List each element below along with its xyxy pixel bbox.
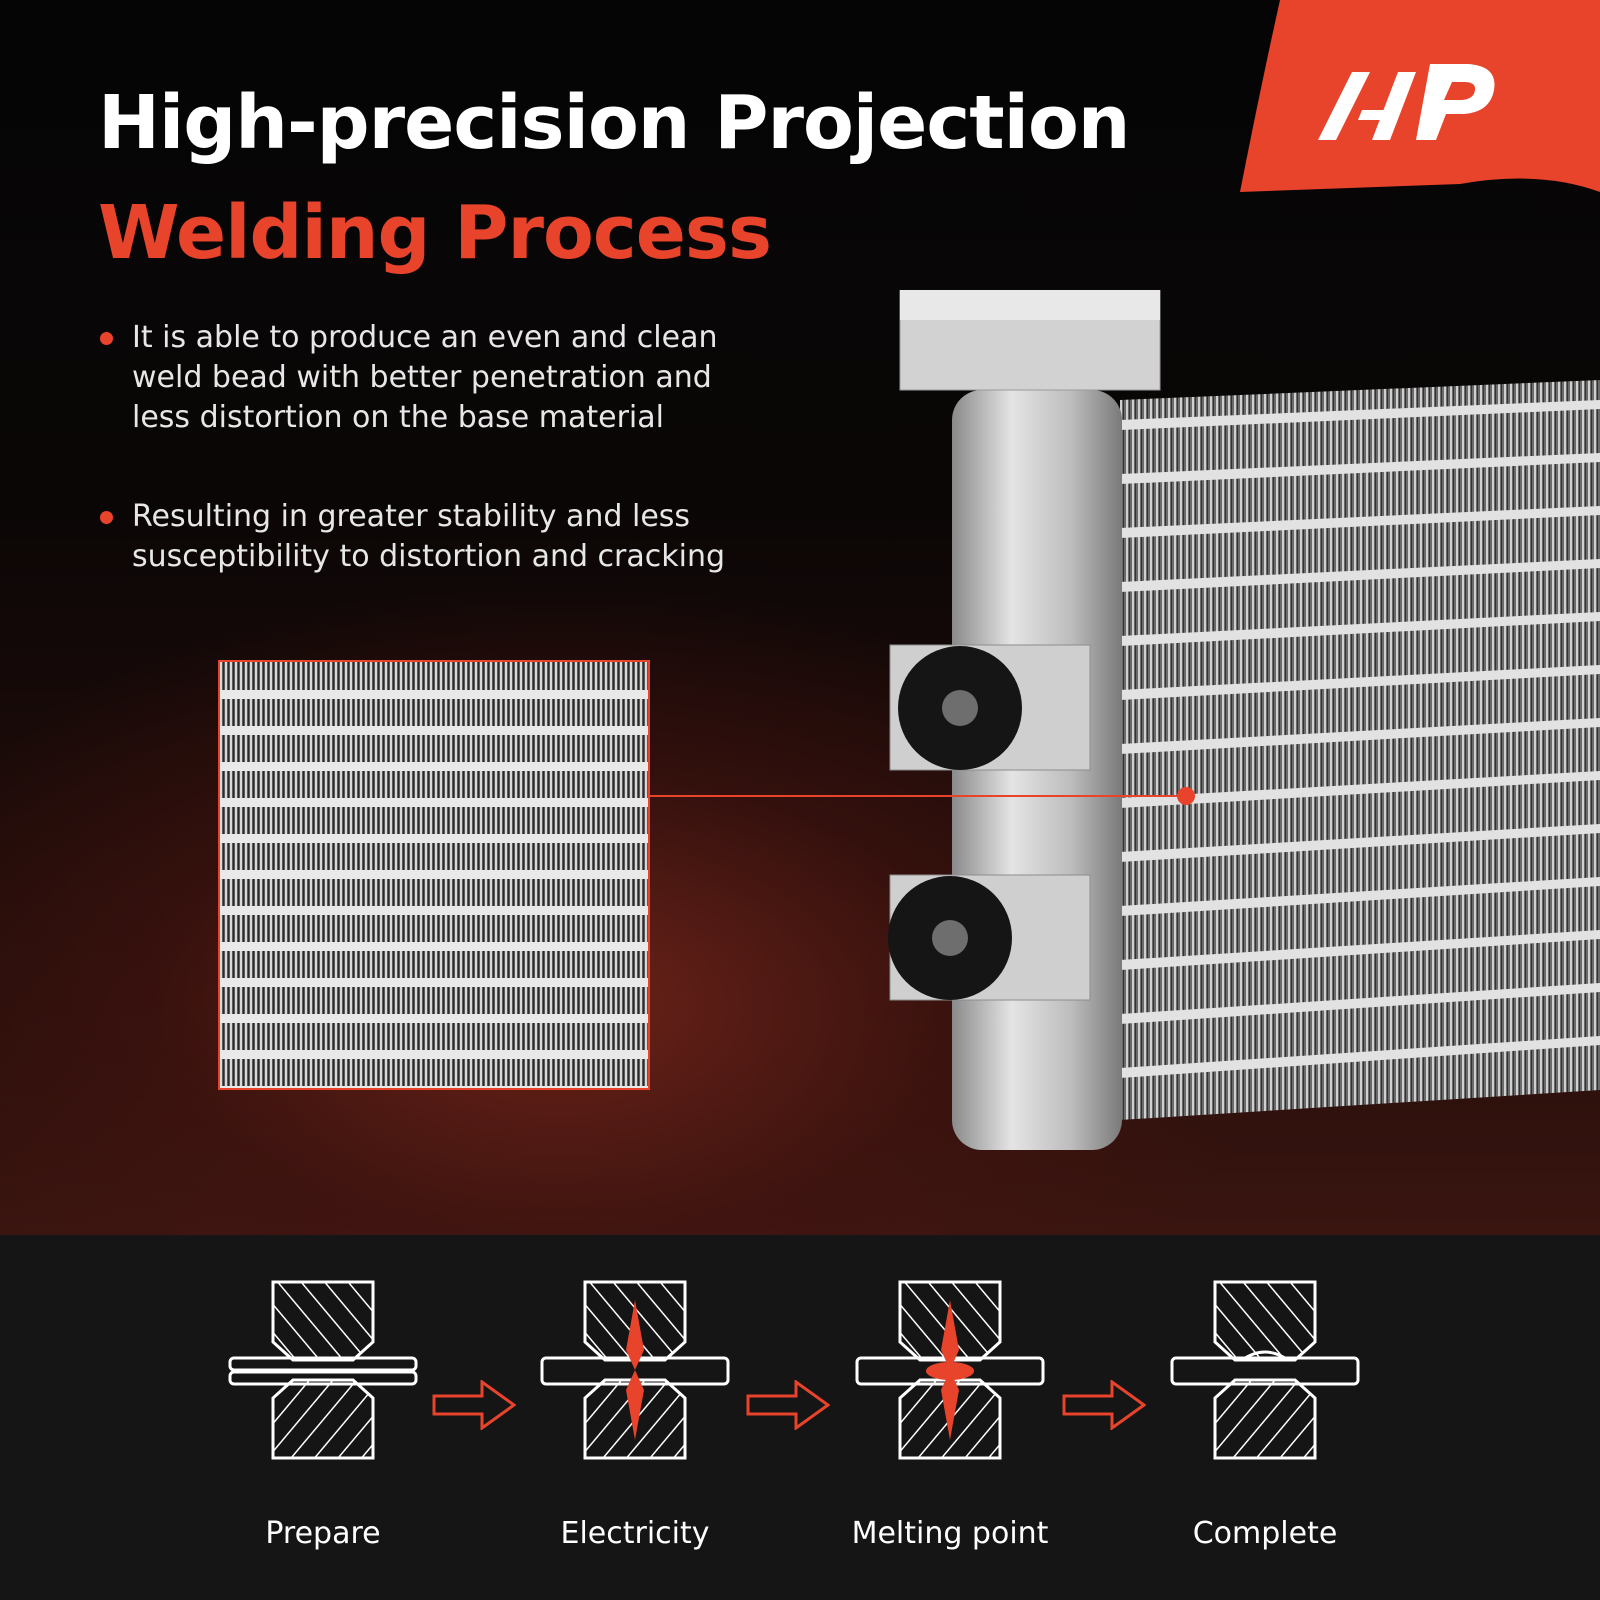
- feature-bullet-text: Resulting in greater stability and less …: [132, 499, 726, 574]
- right-arrow-outline-icon: [432, 1380, 516, 1430]
- step-label-prepare: Prepare: [265, 1516, 381, 1551]
- red-dot-icon: [100, 332, 113, 345]
- brand-logo: [1240, 0, 1600, 192]
- feature-bullet-text: It is able to produce an even and clean …: [132, 320, 718, 435]
- step-melting-point-icon: [855, 1280, 1045, 1460]
- feature-bullet-2: Resulting in greater stability and less …: [100, 497, 740, 577]
- step-complete-icon: [1170, 1280, 1360, 1460]
- step-electricity-icon: [540, 1280, 730, 1460]
- step-label-melting-point: Melting point: [851, 1516, 1049, 1551]
- red-dot-icon: [100, 511, 113, 524]
- feature-bullet-1: It is able to produce an even and clean …: [100, 318, 740, 438]
- process-steps-band: [0, 1235, 1600, 1600]
- step-prepare-icon: [228, 1280, 418, 1460]
- page-title-line-1: High-precision Projection: [98, 80, 1130, 166]
- right-arrow-outline-icon: [1062, 1380, 1146, 1430]
- fin-detail-zoom: [218, 660, 650, 1090]
- page-title-line-2: Welding Process: [98, 190, 772, 276]
- right-arrow-outline-icon: [746, 1380, 830, 1430]
- step-label-electricity: Electricity: [560, 1516, 710, 1551]
- step-label-complete: Complete: [1192, 1516, 1338, 1551]
- condenser-product-image: [888, 290, 1600, 1150]
